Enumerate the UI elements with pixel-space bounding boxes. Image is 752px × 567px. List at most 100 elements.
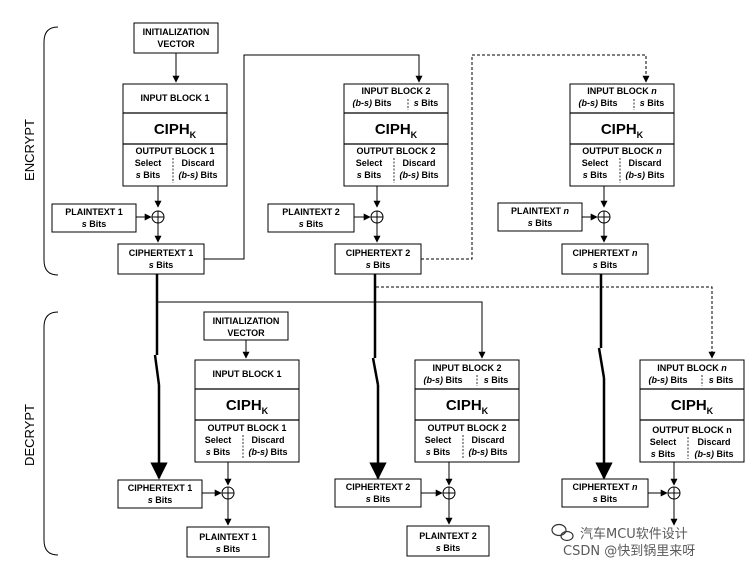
svg-text:INPUT BLOCK 1: INPUT BLOCK 1 [212, 369, 281, 379]
cipher-block-1-encrypt: INPUT BLOCK 1 CIPHK OUTPUT BLOCK 1 Selec… [122, 83, 228, 187]
svg-text:(b-s) Bits: (b-s) Bits [578, 98, 617, 108]
xor-2-encrypt [370, 210, 384, 224]
svg-text:Discard: Discard [471, 435, 504, 445]
cipher-block-2-encrypt: INPUT BLOCK 2 (b-s) Bits s Bits CIPHK OU… [343, 83, 449, 187]
cipher-block-n-encrypt: INPUT BLOCK n (b-s) Bits s Bits CIPHK OU… [569, 83, 675, 187]
svg-text:s Bits: s Bits [136, 170, 161, 180]
svg-text:Select: Select [582, 158, 609, 168]
svg-text:Discard: Discard [181, 158, 214, 168]
svg-text:CIPHERTEXT n: CIPHERTEXT n [572, 248, 638, 258]
encrypt-brace [43, 26, 59, 276]
decrypt-brace [43, 311, 59, 556]
svg-text:INITIALIZATION: INITIALIZATION [143, 27, 210, 37]
svg-text:CIPHK: CIPHK [226, 397, 269, 416]
svg-text:CIPHK: CIPHK [601, 121, 644, 140]
svg-text:CIPHK: CIPHK [671, 397, 714, 416]
transfer-line-n [595, 274, 613, 480]
svg-text:(b-s) Bits: (b-s) Bits [694, 449, 733, 459]
plaintext-1-decrypt: PLAINTEXT 1 s Bits [186, 526, 270, 558]
svg-text:s Bits: s Bits [216, 544, 241, 554]
plaintext-1-encrypt: PLAINTEXT 1 s Bits [51, 203, 137, 233]
svg-text:s Bits: s Bits [414, 98, 439, 108]
plaintext-n-encrypt: PLAINTEXT n s Bits [497, 202, 583, 232]
svg-text:s Bits: s Bits [357, 170, 382, 180]
svg-text:s Bits: s Bits [426, 447, 451, 457]
svg-text:OUTPUT BLOCK n: OUTPUT BLOCK n [652, 425, 732, 435]
transfer-line-2 [369, 274, 387, 480]
svg-text:CIPHERTEXT 2: CIPHERTEXT 2 [346, 482, 411, 492]
svg-text:s Bits: s Bits [148, 495, 173, 505]
svg-text:INITIALIZATION: INITIALIZATION [213, 316, 280, 326]
svg-text:s Bits: s Bits [709, 375, 734, 385]
svg-text:OUTPUT BLOCK 1: OUTPUT BLOCK 1 [207, 423, 286, 433]
svg-text:PLAINTEXT 2: PLAINTEXT 2 [419, 531, 477, 541]
svg-text:CIPHK: CIPHK [375, 121, 418, 140]
svg-text:INPUT BLOCK n: INPUT BLOCK n [587, 86, 657, 96]
plaintext-2-decrypt: PLAINTEXT 2 s Bits [406, 525, 490, 557]
svg-text:PLAINTEXT 1: PLAINTEXT 1 [65, 207, 123, 217]
svg-text:CIPHERTEXT 2: CIPHERTEXT 2 [346, 248, 411, 258]
encrypt-label: ENCRYPT [22, 119, 37, 181]
svg-text:Discard: Discard [697, 437, 730, 447]
xor-n-encrypt [597, 210, 611, 224]
svg-text:s Bits: s Bits [206, 447, 231, 457]
svg-text:OUTPUT BLOCK 2: OUTPUT BLOCK 2 [356, 146, 435, 156]
svg-text:CIPHK: CIPHK [154, 121, 197, 140]
svg-text:s Bits: s Bits [651, 449, 676, 459]
ciphertext-1-encrypt: CIPHERTEXT 1 s Bits [117, 243, 205, 275]
svg-text:Select: Select [135, 158, 162, 168]
svg-text:CIPHERTEXT n: CIPHERTEXT n [572, 482, 638, 492]
ciphertext-1-decrypt: CIPHERTEXT 1 s Bits [117, 479, 203, 509]
watermark: 汽车MCU软件设计 CSDN @快到锅里来呀 [551, 523, 695, 559]
svg-text:Discard: Discard [251, 435, 284, 445]
svg-text:(b-s) Bits: (b-s) Bits [178, 170, 217, 180]
svg-text:(b-s) Bits: (b-s) Bits [468, 447, 507, 457]
svg-text:VECTOR: VECTOR [157, 39, 195, 49]
svg-text:s Bits: s Bits [149, 260, 174, 270]
svg-text:CIPHERTEXT 1: CIPHERTEXT 1 [129, 248, 194, 258]
svg-text:(b-s) Bits: (b-s) Bits [352, 98, 391, 108]
svg-text:s Bits: s Bits [593, 260, 618, 270]
svg-text:(b-s) Bits: (b-s) Bits [248, 447, 287, 457]
svg-text:s Bits: s Bits [583, 170, 608, 180]
svg-text:Select: Select [356, 158, 383, 168]
svg-text:Discard: Discard [402, 158, 435, 168]
watermark-account: 汽车MCU软件设计 [580, 526, 688, 542]
cipher-block-n-decrypt: INPUT BLOCK n (b-s) Bits s Bits CIPHK OU… [639, 359, 745, 463]
svg-text:INPUT BLOCK 1: INPUT BLOCK 1 [140, 93, 209, 103]
svg-text:OUTPUT BLOCK 2: OUTPUT BLOCK 2 [427, 423, 506, 433]
svg-text:s Bits: s Bits [366, 260, 391, 270]
ciphertext-2-decrypt: CIPHERTEXT 2 s Bits [334, 478, 422, 508]
transfer-line-1 [150, 274, 168, 480]
svg-text:s Bits: s Bits [299, 219, 324, 229]
iv-box-decrypt: INITIALIZATION VECTOR [203, 311, 289, 341]
svg-text:(b-s) Bits: (b-s) Bits [423, 375, 462, 385]
svg-text:Select: Select [650, 437, 677, 447]
cipher-block-1-decrypt: INPUT BLOCK 1 CIPHK OUTPUT BLOCK 1 Selec… [194, 359, 300, 463]
svg-text:s Bits: s Bits [593, 494, 618, 504]
svg-text:(b-s) Bits: (b-s) Bits [648, 375, 687, 385]
svg-text:(b-s) Bits: (b-s) Bits [399, 170, 438, 180]
xor-1-decrypt [221, 486, 235, 500]
svg-text:s Bits: s Bits [82, 219, 107, 229]
svg-text:INPUT BLOCK 2: INPUT BLOCK 2 [432, 363, 501, 373]
svg-text:s Bits: s Bits [640, 98, 665, 108]
iv-box-encrypt: INITIALIZATION VECTOR [133, 22, 219, 54]
wechat-icon [551, 523, 574, 542]
svg-text:s Bits: s Bits [484, 375, 509, 385]
xor-n-decrypt [667, 486, 681, 500]
svg-text:CIPHK: CIPHK [446, 397, 489, 416]
decrypt-label: DECRYPT [22, 404, 37, 466]
xor-2-decrypt [442, 486, 456, 500]
svg-text:s Bits: s Bits [528, 218, 553, 228]
svg-text:INPUT BLOCK n: INPUT BLOCK n [657, 363, 727, 373]
xor-1-encrypt [151, 210, 165, 224]
plaintext-2-encrypt: PLAINTEXT 2 s Bits [267, 203, 355, 233]
svg-text:PLAINTEXT n: PLAINTEXT n [511, 206, 570, 216]
svg-text:INPUT BLOCK 2: INPUT BLOCK 2 [361, 86, 430, 96]
svg-text:CIPHERTEXT 1: CIPHERTEXT 1 [128, 483, 193, 493]
svg-text:Select: Select [425, 435, 452, 445]
ciphertext-n-encrypt: CIPHERTEXT n s Bits [561, 243, 649, 275]
ciphertext-2-encrypt: CIPHERTEXT 2 s Bits [334, 243, 422, 275]
